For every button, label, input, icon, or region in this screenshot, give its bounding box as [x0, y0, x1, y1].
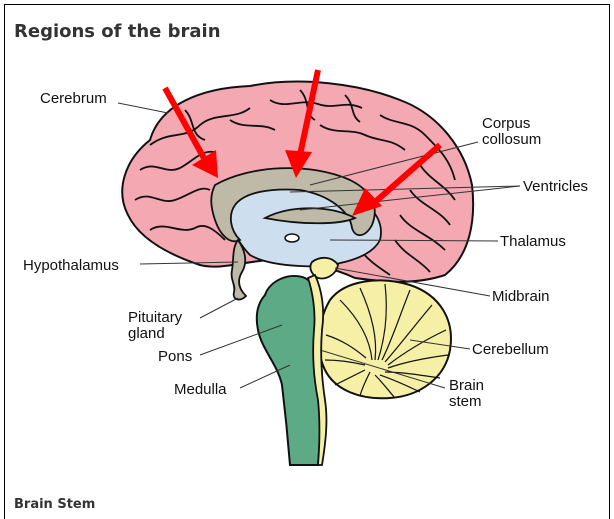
- label-pituitary-1: Pituitary: [128, 309, 183, 326]
- label-medulla: Medulla: [174, 381, 227, 398]
- cerebellum-region: [319, 280, 451, 398]
- label-cerebellum: Cerebellum: [472, 341, 549, 358]
- section-heading: Brain Stem: [14, 497, 95, 512]
- pituitary-region: [232, 240, 246, 299]
- label-cerebrum: Cerebrum: [40, 90, 107, 107]
- label-pituitary-2: gland: [128, 325, 165, 342]
- label-pons: Pons: [158, 348, 192, 365]
- label-brainstem-1: Brain: [449, 377, 484, 394]
- label-hypothalamus: Hypothalamus: [23, 257, 119, 274]
- label-ventricles: Ventricles: [523, 178, 588, 195]
- label-midbrain: Midbrain: [492, 288, 550, 305]
- brainstem-region: [257, 276, 322, 465]
- label-corpus-1: Corpus: [482, 115, 530, 132]
- label-brainstem-2: stem: [449, 393, 482, 410]
- label-thalamus: Thalamus: [500, 233, 566, 250]
- label-corpus-2: collosum: [482, 131, 541, 148]
